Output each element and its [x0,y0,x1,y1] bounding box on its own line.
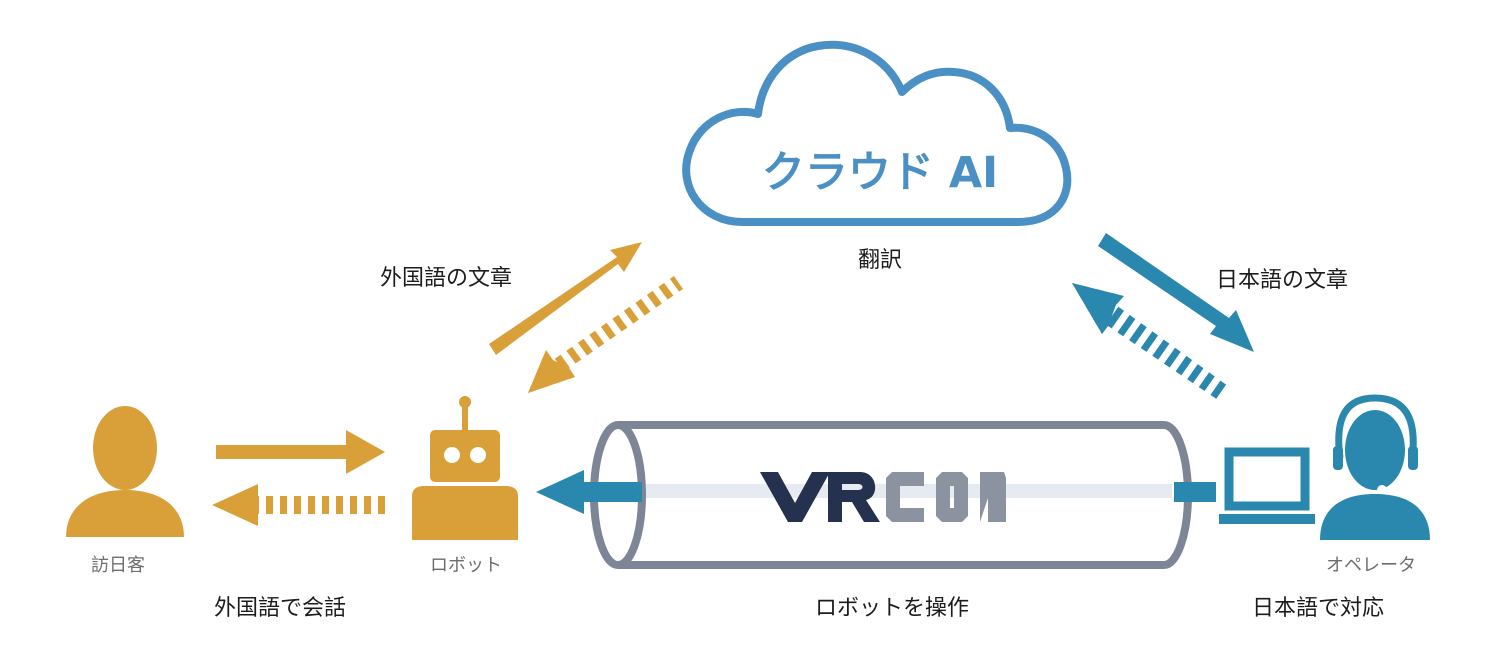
arrow-robot-to-cloud [489,242,642,355]
label-foreign-text: 外国語の文章 [380,266,513,291]
dashed-arrow-operator-to-cloud [1072,283,1228,400]
dashed-arrow-cloud-to-robot [528,276,683,393]
visitor-person-icon [66,406,184,537]
cloud-title: クラウド AI [761,148,999,198]
cloud-caption-translation: 翻訳 [857,248,903,273]
arrow-cloud-to-operator [1098,233,1254,352]
cloud-icon [682,40,1072,226]
label-robot-operation: ロボットを操作 [814,596,970,621]
vrcon-logo [760,472,1006,522]
label-foreign-conversation: 外国語で会話 [213,596,347,621]
label-visitor: 訪日客 [91,555,145,576]
laptop-icon [1219,447,1315,524]
label-robot: ロボット [430,555,502,576]
dashed-arrow-robot-to-visitor [212,484,385,526]
label-japanese-response: 日本語で対応 [1251,596,1385,621]
operator-headset-icon [1320,394,1430,540]
arrow-visitor-to-robot [216,430,385,474]
robot-icon [412,396,518,540]
arrow-operator-to-robot [536,470,1216,514]
label-operator: オペレータ [1326,555,1416,576]
label-japanese-text: 日本語の文章 [1216,268,1349,293]
